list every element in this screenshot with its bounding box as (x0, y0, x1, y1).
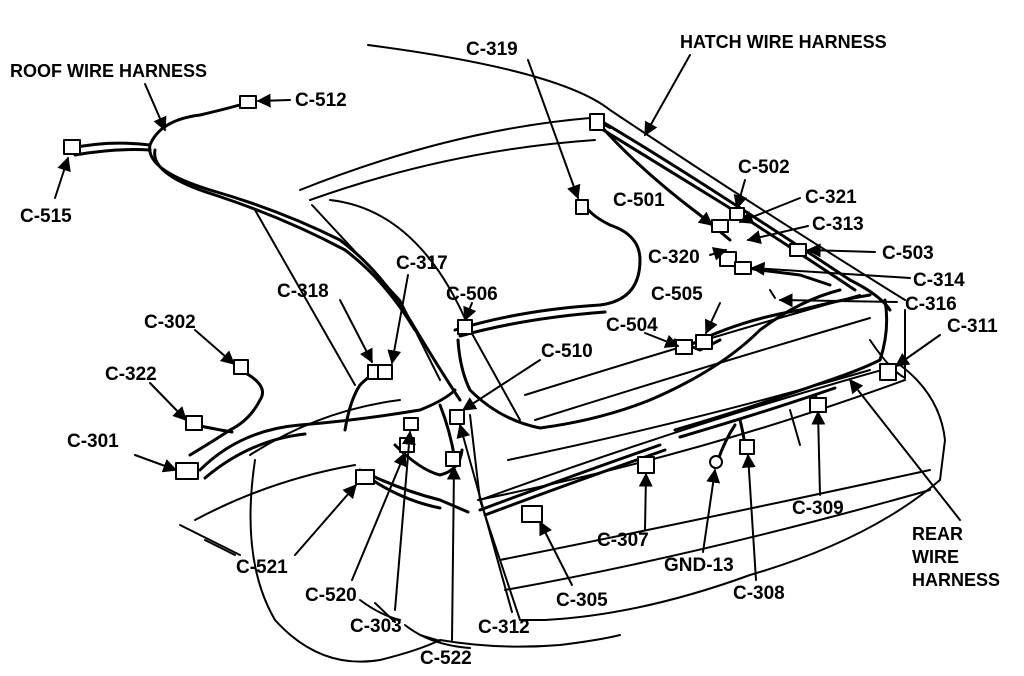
connector-c510-body (449, 409, 465, 425)
connector-c309-body (809, 397, 827, 413)
connector-label-c317: C-317 (396, 253, 448, 274)
connector-label-c510: C-510 (541, 341, 593, 362)
connector-label-c521: C-521 (236, 557, 288, 578)
roof-wire-harness-label: ROOF WIRE HARNESS (10, 61, 208, 81)
connector-c302-body (233, 359, 249, 375)
connector-c301-body (175, 462, 199, 480)
connector-label-c321: C-321 (805, 187, 857, 208)
connector-c502-body (729, 207, 745, 221)
leader-lines (54, 54, 961, 641)
connector-c319-body (575, 199, 589, 215)
connector-c512-body (239, 95, 257, 109)
connector-label-c313: C-313 (812, 214, 864, 235)
connector-label-c305: C-305 (556, 590, 608, 611)
connector-c505-body (695, 334, 713, 350)
roof-wire-harness-path (70, 100, 462, 402)
connector-label-c314: C-314 (913, 270, 965, 291)
connector-label-c512: C-512 (295, 90, 347, 111)
connector-label-c301: C-301 (67, 431, 119, 452)
hatch-wire-harness-path (453, 116, 892, 430)
connector-c305-body (521, 505, 543, 523)
connector-c307-body (637, 456, 655, 474)
ground-gnd13-ring (709, 455, 723, 469)
connector-label-c506: C-506 (446, 284, 498, 305)
connector-label-c307: C-307 (597, 530, 649, 551)
connector-c522-body (445, 451, 461, 467)
connector-c521-body (355, 469, 375, 485)
connector-label-c320: C-320 (648, 247, 700, 268)
connector-label-c515: C-515 (20, 206, 72, 227)
connector-label-c312: C-312 (478, 617, 530, 638)
connector-c314-body (734, 261, 752, 275)
connector-label-c309: C-309 (792, 498, 844, 519)
connector-label-c503: C-503 (882, 243, 934, 264)
connector-c520-body (399, 437, 415, 453)
hatch-wire-harness-label: HATCH WIRE HARNESS (680, 32, 887, 52)
connector-c322-body (185, 415, 203, 431)
connector-label-c308: C-308 (733, 583, 785, 604)
connector-c311-body (879, 363, 897, 381)
connector-label-c522: C-522 (420, 648, 472, 669)
connector-label-c303: C-303 (350, 616, 402, 637)
connector-c317-body (377, 364, 393, 380)
connector-c515-body (63, 139, 81, 155)
connector-c308-body (739, 439, 755, 455)
connector-label-c505: C-505 (651, 284, 703, 305)
connector-label-c311: C-311 (947, 316, 998, 337)
connector-c303-body (403, 417, 419, 431)
connector-label-c322: C-322 (105, 364, 157, 385)
connector-bodies (63, 95, 897, 523)
connector-c503-body (789, 243, 807, 257)
rear-wire-harness-path (188, 298, 889, 517)
connector-label-c501: C-501 (613, 190, 665, 211)
connector-label-c502: C-502 (738, 157, 790, 178)
connector-label-c318: C-318 (277, 281, 329, 302)
connector-label-c520: C-520 (305, 585, 357, 606)
connector-c506-body (457, 319, 473, 335)
connector-hatch-top-body (589, 113, 605, 131)
rear-wire-harness-label: REAR WIRE HARNESS (912, 524, 1001, 590)
connector-c501-body (711, 219, 729, 233)
ground-label-gnd13: GND-13 (664, 555, 734, 576)
plain-leaders (204, 539, 441, 642)
connector-label-c316: C-316 (905, 294, 957, 315)
connector-label-c504: C-504 (606, 315, 658, 336)
connector-c504-body (675, 339, 693, 355)
connector-label-c302: C-302 (144, 312, 196, 333)
connector-label-c319: C-319 (466, 39, 518, 60)
connector-c320-body (719, 251, 737, 267)
